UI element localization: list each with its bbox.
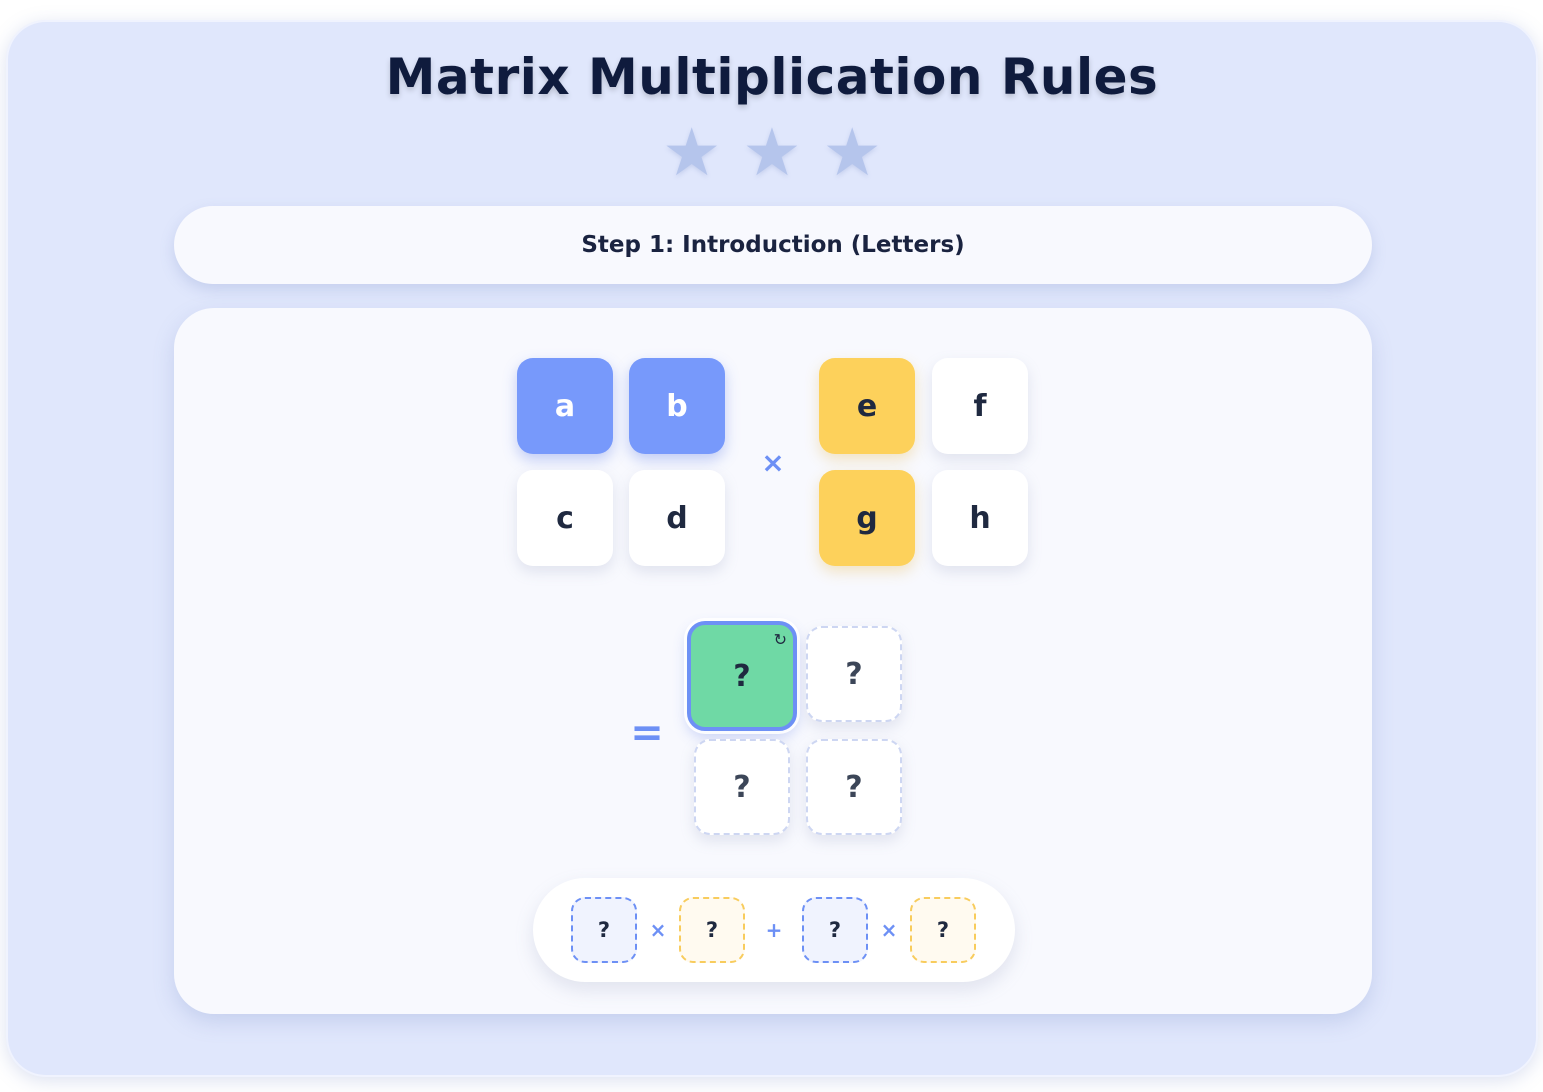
formula-plus-operator: +	[765, 918, 783, 942]
game-window: Matrix Multiplication Rules ★ ★ ★ Step 1…	[6, 20, 1538, 1077]
matrix-a-cell-b[interactable]: b	[629, 358, 725, 454]
game-board: a b c d × e f g h = ? ↻ ? ? ? ? × ? + ? …	[174, 308, 1372, 1014]
formula-slot-row-2[interactable]: ?	[802, 897, 868, 963]
equals-operator: =	[630, 710, 664, 756]
star-icon: ★	[822, 114, 882, 191]
star-icon: ★	[662, 114, 722, 191]
step-label: Step 1: Introduction (Letters)	[581, 232, 965, 258]
page-title: Matrix Multiplication Rules	[385, 48, 1159, 106]
result-cell-1-2[interactable]: ?	[806, 626, 902, 722]
result-cell-1-1[interactable]: ? ↻	[687, 621, 797, 731]
formula-slot-col-2[interactable]: ?	[910, 897, 976, 963]
formula-slot-row-1[interactable]: ?	[571, 897, 637, 963]
reset-icon[interactable]: ↻	[773, 630, 787, 649]
matrix-b-cell-g[interactable]: g	[819, 470, 915, 566]
result-value: ?	[733, 658, 751, 694]
matrix-b-cell-e[interactable]: e	[819, 358, 915, 454]
result-cell-2-1[interactable]: ?	[694, 739, 790, 835]
matrix-a-cell-c[interactable]: c	[517, 470, 613, 566]
matrix-b-cell-f[interactable]: f	[932, 358, 1028, 454]
matrix-b-cell-h[interactable]: h	[932, 470, 1028, 566]
formula-builder: ? × ? + ? × ?	[533, 878, 1015, 982]
result-cell-2-2[interactable]: ?	[806, 739, 902, 835]
star-rating: ★ ★ ★	[6, 120, 1538, 186]
matrix-a-cell-d[interactable]: d	[629, 470, 725, 566]
star-icon: ★	[742, 114, 802, 191]
matrix-a-cell-a[interactable]: a	[517, 358, 613, 454]
formula-times-operator: ×	[649, 918, 667, 942]
formula-slot-col-1[interactable]: ?	[679, 897, 745, 963]
step-banner: Step 1: Introduction (Letters)	[174, 206, 1372, 284]
formula-times-operator: ×	[880, 918, 898, 942]
multiply-operator: ×	[761, 446, 785, 479]
